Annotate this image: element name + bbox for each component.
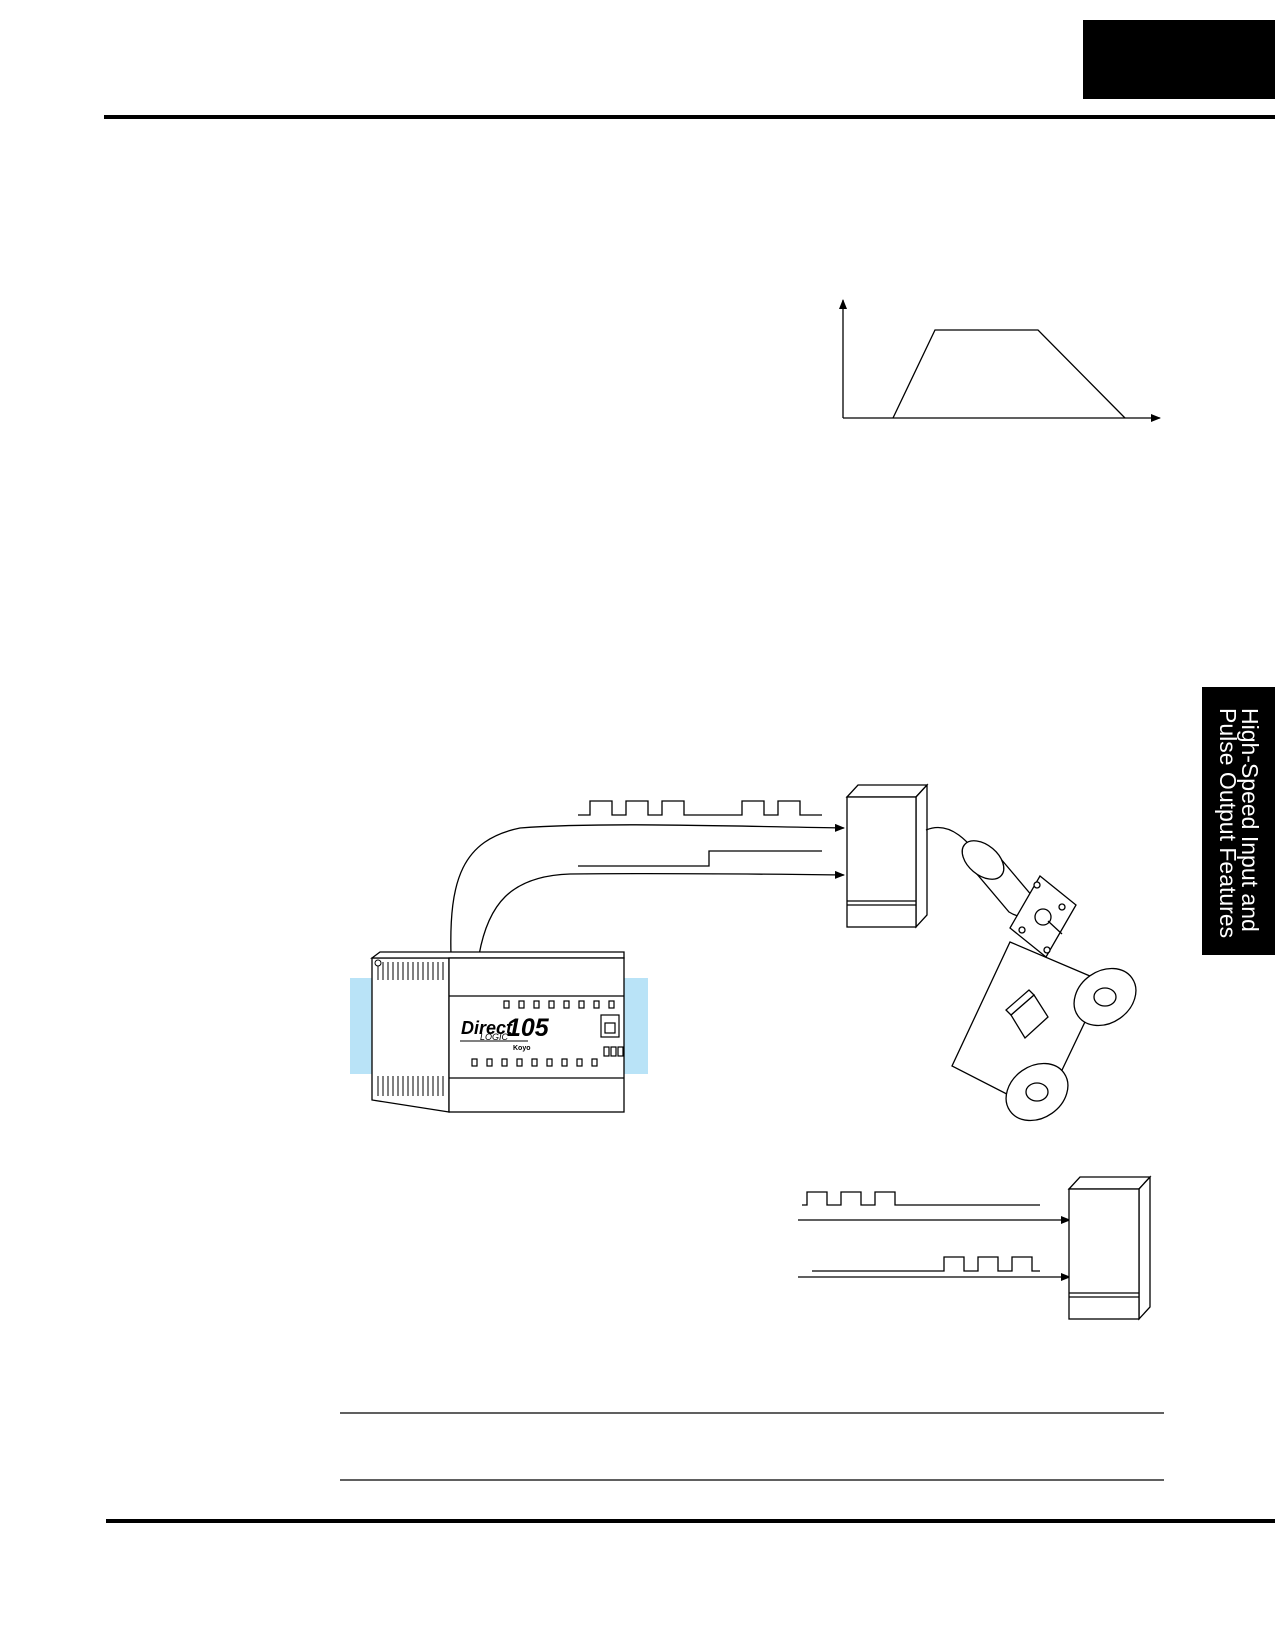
- side-tab-background: [1202, 687, 1275, 955]
- pulse-cable: [450, 823, 845, 956]
- trapezoid-profile-line: [892, 329, 1126, 419]
- plc-logo-sub: LOGIC: [480, 1032, 509, 1042]
- footer-rule: [106, 1519, 1275, 1523]
- stepper-motor: [961, 840, 1077, 958]
- section-side-tab: High-Speed Input and Pulse Output Featur…: [1202, 687, 1275, 955]
- chapter-tab-block: [1083, 20, 1275, 99]
- conveyor: [951, 941, 1137, 1122]
- cw-pulse-waveform: [798, 1191, 1071, 1224]
- motor-drive-box-lower: [1067, 1175, 1152, 1321]
- header-rule: [104, 115, 1275, 119]
- velocity-profile-graph: [839, 299, 1161, 422]
- side-tab-title-line-1: High-Speed Input and: [1237, 708, 1263, 932]
- side-tab-title-line-2: Pulse Output Features: [1215, 708, 1241, 938]
- plc-unit: Direct 105 LOGIC Koyo: [350, 951, 648, 1113]
- plc-logo-brand: Direct: [461, 1018, 513, 1038]
- direction-waveform-upper: [578, 850, 822, 867]
- plc-logo-model: 105: [507, 1014, 550, 1042]
- pulse-waveform-upper: [578, 800, 822, 816]
- plc-logo-maker: Koyo: [513, 1045, 531, 1052]
- plc-to-drive-cables: [450, 823, 845, 956]
- direction-cable: [478, 870, 845, 956]
- ccw-pulse-waveform: [798, 1256, 1071, 1281]
- motor-drive-box-upper: [845, 783, 929, 929]
